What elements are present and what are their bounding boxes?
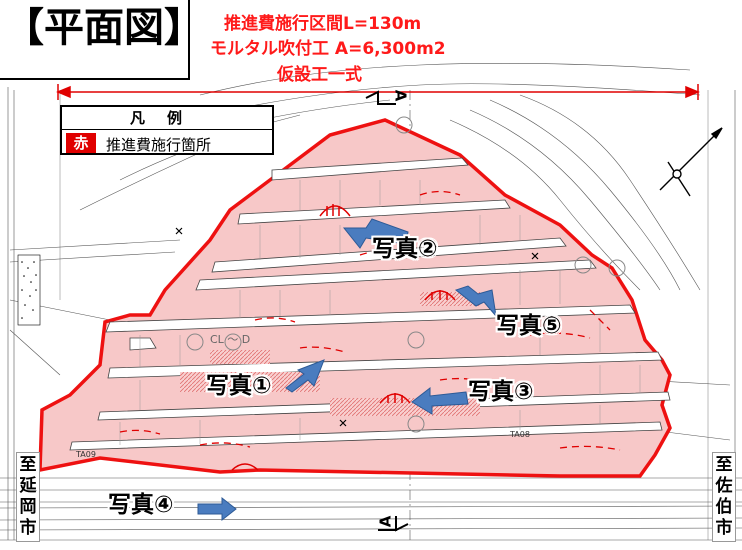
project-info-line-3: 仮設工一式 — [277, 65, 362, 85]
legend-item-label: 推進費施行箇所 — [106, 136, 212, 154]
centerline-markers — [186, 116, 626, 433]
red-dashed-lines — [119, 190, 621, 451]
ta-annotation-right: TA08 — [510, 430, 530, 439]
direction-saiki: 至佐伯市 — [712, 452, 736, 542]
section-label-bottom: A — [376, 515, 395, 528]
direction-nobeoka-text: 至延岡市 — [19, 455, 37, 538]
photo-label-3: 写真③ — [468, 379, 534, 405]
photo-1-arrow — [285, 359, 325, 393]
photo-label-2: 写真② — [372, 236, 438, 262]
legend-title: 凡例 — [62, 107, 272, 130]
photo-arrows — [197, 218, 497, 522]
photo-4-arrow — [197, 496, 237, 522]
north-arrow-icon — [659, 127, 723, 197]
legend-swatch-red: 赤 — [66, 133, 96, 153]
photo-label-5: 写真⑤ — [496, 313, 562, 339]
direction-saiki-text: 至佐伯市 — [715, 455, 733, 538]
left-dotted-area — [17, 254, 41, 326]
page-title: 【平面図】 — [4, 5, 204, 51]
section-cut-markers — [365, 90, 409, 532]
dot-fill — [21, 261, 37, 319]
legend: 凡例 赤 推進費施行箇所 — [60, 105, 274, 155]
point-markers — [175, 227, 539, 427]
photo-label-1: 写真① — [206, 373, 272, 399]
slope-failure-marks — [231, 204, 456, 471]
project-info-line-1: 推進費施行区間L=130m — [224, 14, 422, 34]
photo-5-arrow — [454, 285, 497, 318]
project-info-line-2: モルタル吹付工 A=6,300m2 — [210, 39, 446, 59]
ta-annotation-left: TA09 — [76, 450, 96, 459]
photo-3-arrow — [411, 386, 469, 415]
title-block: 【平面図】 — [0, 0, 204, 80]
direction-nobeoka: 至延岡市 — [16, 452, 40, 542]
photo-2-arrow — [342, 218, 409, 249]
section-label-top: A — [391, 89, 410, 102]
cl-d-annotation: CL ～ D — [210, 333, 251, 346]
photo-label-4: 写真④ — [108, 492, 174, 518]
slope-lines — [119, 180, 641, 445]
